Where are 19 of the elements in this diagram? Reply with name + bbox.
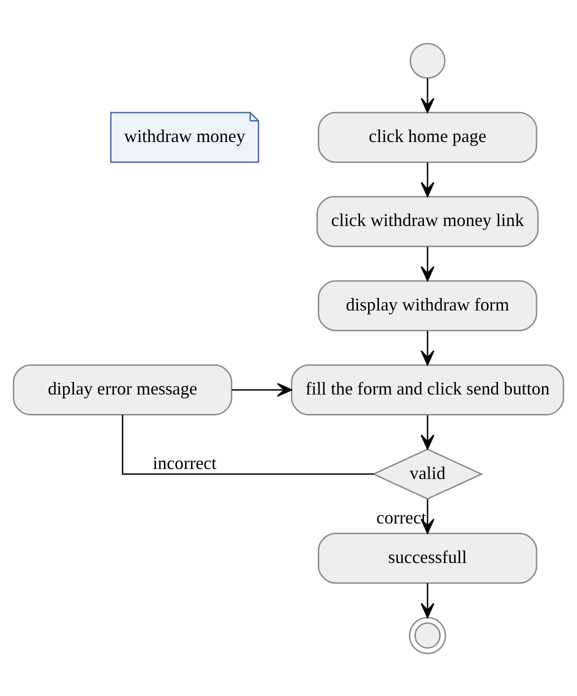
- arrow: [420, 78, 434, 112]
- arrow: [420, 162, 434, 196]
- arrow: [420, 414, 434, 450]
- node-diamond: valid: [372, 448, 484, 500]
- edge-label: incorrect: [152, 452, 217, 473]
- arrow: [420, 246, 434, 281]
- arrow: [232, 382, 292, 396]
- node-box: click withdraw money link: [316, 196, 539, 247]
- node-box: click home page: [318, 111, 538, 162]
- edge-label: correct: [376, 507, 426, 528]
- node-box: display withdraw form: [318, 280, 538, 331]
- arrow: [420, 330, 434, 365]
- node-box: diplay error message: [12, 364, 232, 415]
- node-circle: [410, 42, 446, 78]
- arrow: [420, 582, 434, 618]
- node-doublecircle: [408, 616, 446, 654]
- node-box: successfull: [318, 532, 538, 584]
- connector: [122, 414, 374, 474]
- node-box: fill the form and click send button: [290, 364, 564, 415]
